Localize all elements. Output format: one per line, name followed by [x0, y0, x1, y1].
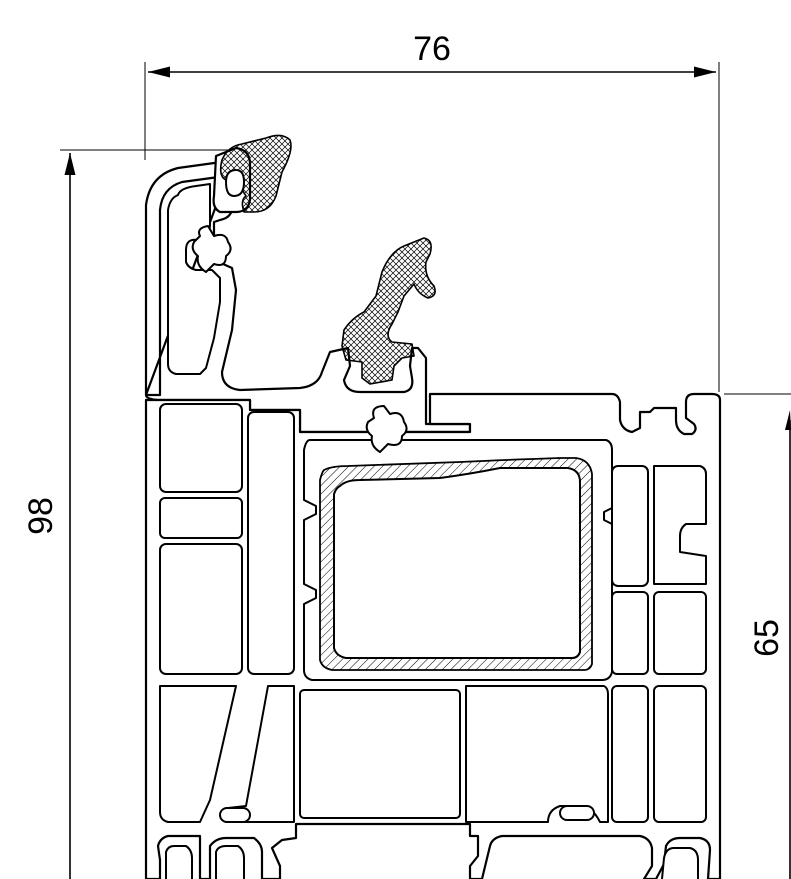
frame-chamber-lower-left — [159, 685, 237, 823]
dimension-depth: 65 — [724, 393, 791, 879]
width-label: 76 — [413, 30, 451, 68]
sash-inner-chamber — [167, 183, 221, 375]
frame-leg-3 — [661, 847, 699, 879]
depth-label: 65 — [748, 619, 786, 657]
frame-chamber-2 — [159, 497, 243, 539]
frame-chamber-lower-right-1 — [611, 685, 649, 823]
frame-chamber-right-1 — [611, 465, 649, 587]
gasket-clip-upper — [225, 169, 245, 197]
frame-profile — [144, 392, 722, 879]
frame-chamber-lower-right — [465, 685, 609, 823]
steel-reinforcement-inner — [333, 467, 581, 659]
frame-chamber-right-2 — [653, 465, 707, 585]
frame-chamber-4 — [247, 411, 295, 675]
frame-leg-2 — [215, 845, 245, 879]
frame-leg-1 — [165, 845, 193, 879]
depth-arrow-head — [785, 410, 791, 430]
frame-chamber-1 — [159, 403, 243, 493]
drainage-slot-right — [559, 805, 595, 821]
drainage-slot-left — [219, 807, 251, 823]
dimension-height: 98 — [22, 149, 238, 879]
dimension-width: 76 — [144, 30, 720, 392]
gaskets — [219, 134, 436, 385]
frame-chamber-lower-center — [299, 689, 461, 819]
frame-chamber-right-4 — [653, 591, 707, 675]
screw-port-upper — [191, 225, 232, 273]
height-label: 98 — [22, 497, 60, 535]
frame-chamber-lower-right-2 — [653, 685, 707, 823]
center-seal-gasket — [341, 237, 436, 385]
frame-chamber-right-3 — [611, 591, 649, 675]
screw-port-lower — [365, 405, 408, 453]
frame-chamber-3 — [159, 543, 243, 675]
